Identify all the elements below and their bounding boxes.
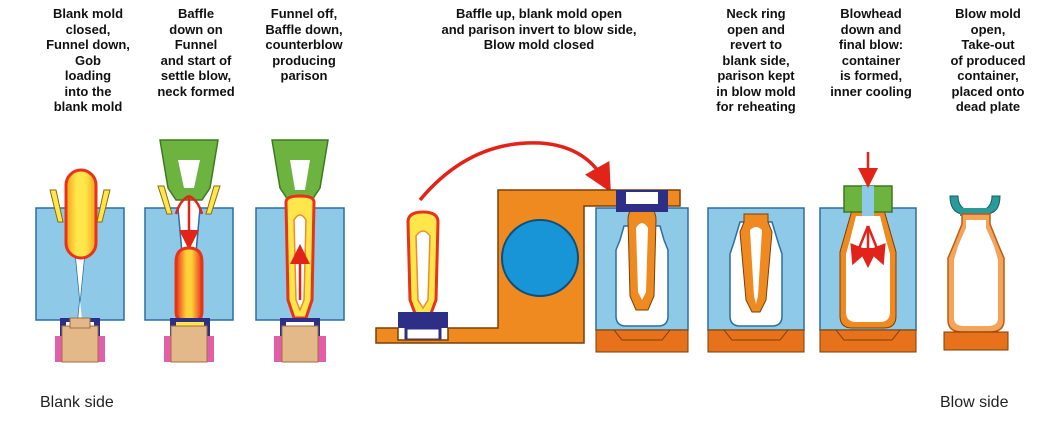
step7-container-inner: [954, 220, 998, 326]
step6-blow-arrows: [850, 152, 886, 268]
step1-gob: [64, 168, 98, 260]
step2-gob: [174, 246, 204, 324]
caption-step7: Blow mold open, Take-out of produced con…: [950, 6, 1026, 114]
invert-neck-ring: [398, 312, 448, 342]
blank-side-label: Blank side: [40, 394, 114, 411]
step7-takeout-tongs: [949, 195, 1001, 216]
caption-step5: Neck ring open and revert to blank side,…: [716, 6, 796, 114]
invert-mechanism-ball: [501, 219, 579, 297]
step4-bottom-plate: [595, 329, 689, 353]
invert-parison-cavity: [415, 230, 431, 310]
step5-parison-cavity: [750, 227, 762, 304]
step1-plunger: [55, 317, 105, 363]
caption-step2: Baffle down on Funnel and start of settl…: [157, 6, 235, 99]
step4-parison-cavity: [636, 223, 648, 300]
invert-arrow: [418, 141, 611, 202]
step6-blowhead: [843, 185, 893, 216]
step2-funnel: [157, 185, 221, 215]
caption-step1: Blank mold closed, Funnel down, Gob load…: [46, 6, 130, 114]
step7-bottom-plate: [943, 331, 1009, 351]
caption-step4: Baffle up, blank mold open and parison i…: [441, 6, 637, 52]
step5-bottom-plate: [707, 329, 805, 353]
step4-neck-ring: [616, 190, 668, 212]
step2-plunger: [164, 325, 214, 363]
caption-step6: Blowhead down and final blow: container …: [830, 6, 912, 99]
blow-side-label: Blow side: [940, 394, 1009, 411]
step3-baffle: [271, 139, 329, 201]
step3-plunger: [274, 325, 326, 363]
caption-step3: Funnel off, Baffle down, counterblow pro…: [265, 6, 343, 83]
step2-settle-arrows: [174, 194, 204, 240]
step6-bottom-plate: [819, 329, 917, 353]
step2-baffle: [159, 139, 219, 201]
